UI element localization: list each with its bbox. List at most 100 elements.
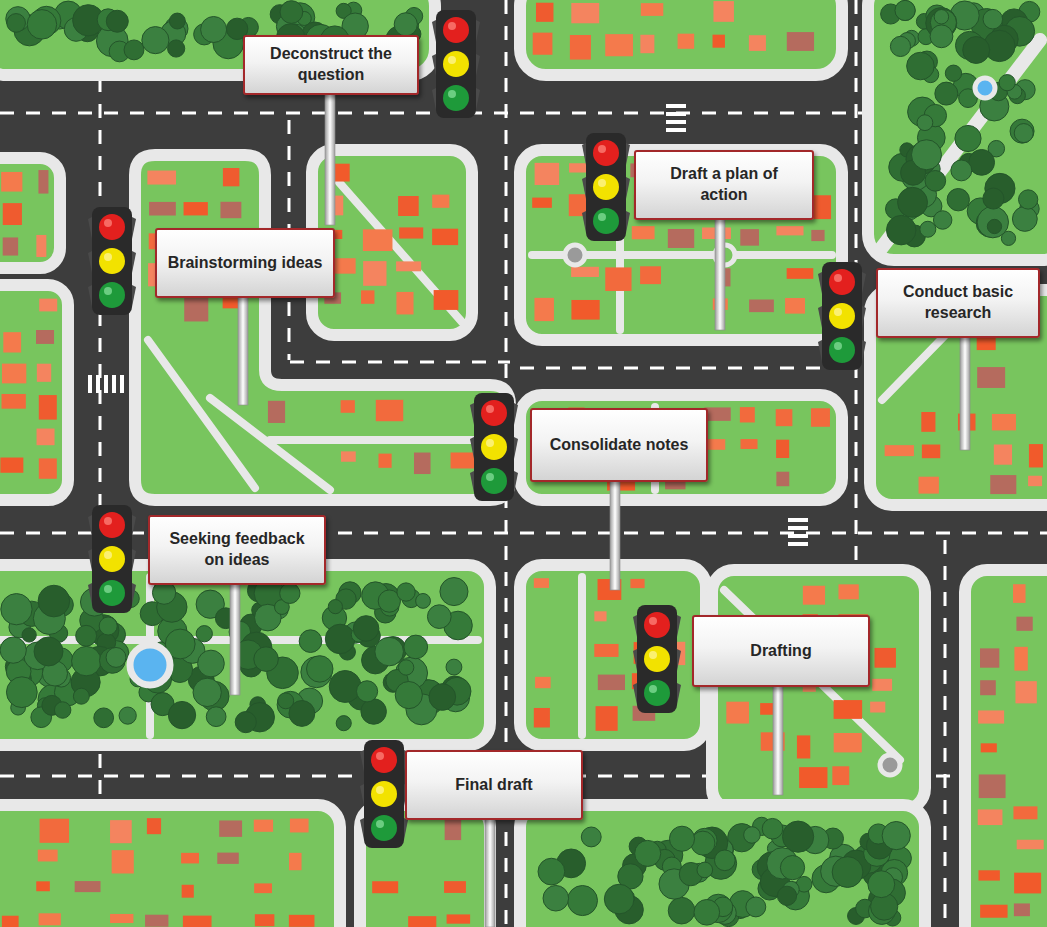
building xyxy=(533,33,553,55)
tree xyxy=(119,707,136,724)
building xyxy=(834,700,863,719)
building xyxy=(396,261,421,271)
building xyxy=(980,648,999,667)
tree xyxy=(357,681,378,702)
tree xyxy=(920,221,936,237)
tree xyxy=(27,10,57,40)
tree xyxy=(440,578,468,606)
building xyxy=(1017,840,1044,850)
tree xyxy=(669,826,694,851)
building xyxy=(112,850,134,873)
building xyxy=(38,850,58,862)
signpost-label: Final draft xyxy=(405,750,583,820)
sign-text: Deconstruct the question xyxy=(255,44,407,86)
building xyxy=(776,409,793,426)
building xyxy=(39,458,57,478)
city-block xyxy=(712,570,925,810)
roundabouts xyxy=(130,78,995,775)
sign-pole xyxy=(773,682,783,795)
traffic-lights xyxy=(88,10,866,848)
city-block xyxy=(0,565,490,745)
city-block xyxy=(520,805,925,927)
building xyxy=(290,819,309,833)
tree xyxy=(404,635,428,659)
tree xyxy=(1014,124,1033,143)
building xyxy=(980,680,996,695)
tree xyxy=(947,189,969,211)
building xyxy=(922,445,940,459)
pond xyxy=(130,645,170,685)
building xyxy=(532,198,552,208)
building xyxy=(534,298,553,321)
building xyxy=(376,400,403,421)
crosswalk-stripe xyxy=(666,112,686,116)
tree xyxy=(196,626,212,642)
sign-text: Conduct basic research xyxy=(888,282,1028,324)
building xyxy=(36,330,54,344)
building xyxy=(776,440,789,458)
building xyxy=(38,170,48,194)
signpost-label: Brainstorming ideas xyxy=(155,228,335,298)
traffic-light xyxy=(818,262,866,370)
building xyxy=(147,818,161,834)
building xyxy=(978,870,999,880)
traffic-light xyxy=(88,505,136,613)
tree xyxy=(933,211,951,229)
building xyxy=(1015,681,1036,703)
footpaths xyxy=(0,40,1040,760)
tree xyxy=(907,52,935,80)
building xyxy=(182,885,194,898)
tree xyxy=(307,656,333,682)
traffic-light xyxy=(88,207,136,315)
building xyxy=(977,367,1005,388)
tree xyxy=(925,170,946,191)
tree xyxy=(668,897,695,924)
lane-marking xyxy=(520,367,856,370)
sign-text: Final draft xyxy=(455,775,532,796)
tree xyxy=(898,187,928,217)
sign-pole xyxy=(238,292,248,405)
building xyxy=(408,916,436,927)
tree xyxy=(694,899,720,925)
tree xyxy=(951,160,972,181)
building xyxy=(749,35,766,51)
tree xyxy=(72,646,101,675)
tree xyxy=(235,712,256,733)
tree xyxy=(945,65,961,81)
building xyxy=(149,202,176,216)
crosswalk-stripe xyxy=(666,128,686,132)
lane-marking xyxy=(99,0,102,927)
sign-pole xyxy=(960,333,970,450)
building xyxy=(1013,584,1025,603)
tree xyxy=(744,827,761,844)
sign-poles xyxy=(230,90,970,927)
tree xyxy=(543,885,569,911)
tree xyxy=(429,684,456,711)
building xyxy=(289,915,315,927)
building xyxy=(223,168,239,186)
tree xyxy=(280,583,300,603)
building xyxy=(363,261,386,286)
building xyxy=(874,648,895,668)
building xyxy=(832,766,849,785)
building xyxy=(1014,873,1041,894)
tree xyxy=(969,149,995,175)
building xyxy=(534,708,550,728)
building xyxy=(919,477,939,494)
building xyxy=(921,412,935,432)
city-block xyxy=(520,395,842,500)
tree xyxy=(1012,207,1037,232)
building xyxy=(811,408,830,427)
tree xyxy=(581,827,601,847)
sign-pole xyxy=(485,815,495,927)
building xyxy=(797,735,810,758)
tree xyxy=(777,886,796,905)
building xyxy=(979,774,1006,798)
tree xyxy=(746,897,766,917)
footpath xyxy=(330,172,462,322)
tree xyxy=(782,821,813,852)
building xyxy=(785,298,805,314)
tree xyxy=(999,75,1015,91)
tree xyxy=(336,716,351,731)
